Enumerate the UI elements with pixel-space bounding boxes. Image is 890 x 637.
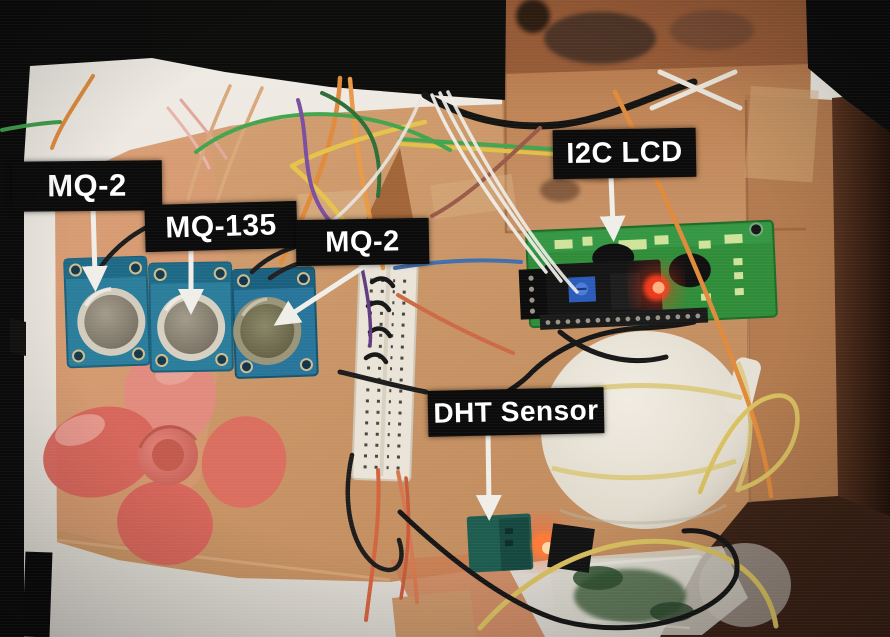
annotation-mq135: MQ-135: [144, 200, 298, 253]
tape-piece: [430, 174, 517, 220]
white-mask-dome: [541, 331, 761, 529]
mini-breadboard: [351, 260, 419, 482]
tape-piece: [744, 85, 819, 183]
arrow-mq2-left: [81, 203, 108, 292]
gas-sensor-left: [63, 255, 151, 369]
zip-ties: [649, 69, 743, 111]
annotation-mq2-left: MQ-2: [11, 160, 163, 212]
solder-pads: [554, 233, 744, 301]
mask-strap: [551, 458, 737, 481]
arrow-i2c-lcd: [599, 174, 626, 242]
gas-sensor-middle: [148, 261, 234, 373]
mounting-hole: [749, 222, 764, 237]
dht-sensor-board: [466, 513, 595, 573]
jumper-wires: [0, 74, 800, 631]
gas-sensor-right: [231, 266, 319, 379]
annotation-i2c-lcd: I2C LCD: [552, 127, 697, 180]
led-glow: [632, 263, 681, 312]
dht-connector: [547, 523, 595, 573]
i2c-lcd-module: [518, 219, 778, 330]
black-cable: [421, 78, 698, 130]
arrow-dht-sensor: [475, 429, 502, 521]
lcd-bottom-wire: [557, 329, 669, 364]
annotation-mq2-center: MQ-2: [295, 217, 430, 267]
arrow-mq2-center: [273, 261, 371, 326]
annotation-dht-sensor: DHT Sensor: [427, 387, 605, 437]
